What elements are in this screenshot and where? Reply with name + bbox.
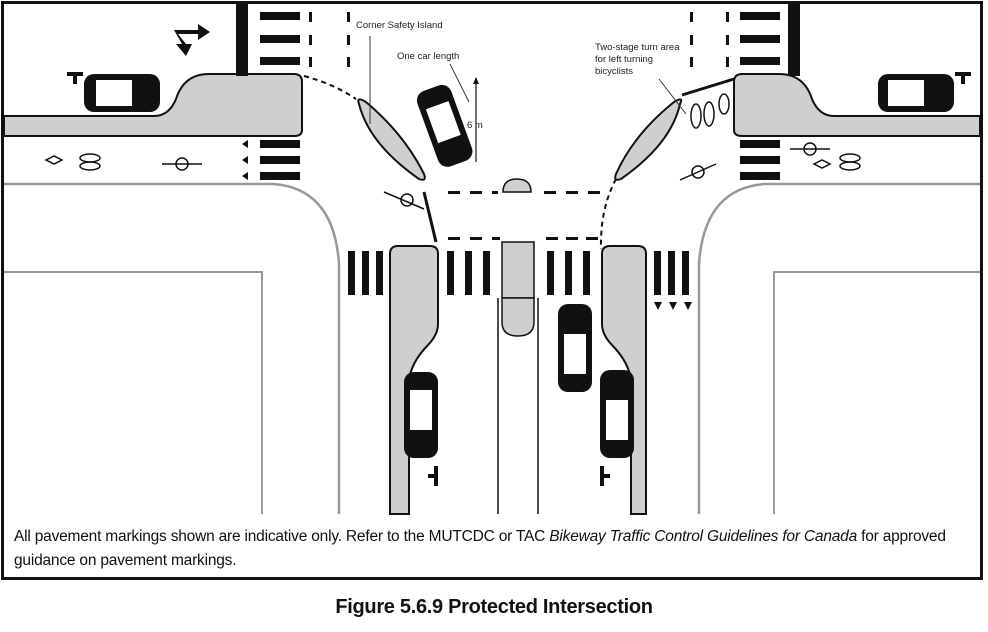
stop-bar-left: [236, 4, 248, 76]
corner-safety-island-left: [357, 98, 426, 181]
bike-diamond-left: [44, 153, 202, 171]
intersection-dashes: [448, 191, 600, 240]
crosswalk-bottom: [348, 251, 692, 310]
center-median: [501, 297, 535, 337]
car-bottom-right: [600, 370, 634, 458]
figure-caption: Figure 5.6.9 Protected Intersection: [335, 596, 653, 618]
stop-bar-right: [788, 4, 800, 76]
center-median-top: [501, 241, 535, 299]
crosswalk-right-side: [740, 140, 780, 180]
stop-sign-bottom-left: [428, 466, 438, 486]
crosswalk-top-right: [690, 12, 780, 67]
turn-arrow-icon: [174, 24, 210, 56]
bottom-island-right: [601, 245, 647, 515]
right-road-island: [733, 73, 980, 137]
label-corner-safety-island: Corner Safety Island: [356, 20, 443, 31]
car-turning: [416, 84, 473, 167]
figure-note: All pavement markings shown are indicati…: [14, 525, 984, 573]
label-distance: 6 m: [467, 120, 483, 131]
bike-stop-line: [422, 191, 438, 243]
sidewalk-right: [773, 271, 980, 514]
intersection-diagram: Corner Safety Island One car length 6 m …: [4, 4, 980, 515]
label-car-length: One car length: [397, 51, 459, 62]
bike-diamond-right: [383, 93, 861, 210]
sidewalk-left: [4, 271, 263, 514]
crosswalk-left-side: [242, 140, 300, 180]
t-sign-left: [67, 72, 83, 84]
curb-right: [697, 182, 980, 514]
two-stage-line: [681, 77, 735, 97]
car-bottom-mid: [558, 304, 592, 392]
crosswalk-top-left: [260, 12, 350, 67]
label-two-stage-2: for left turning: [595, 54, 653, 65]
car-bottom-left: [404, 372, 438, 458]
car-left-top: [84, 74, 160, 112]
note-text: All pavement markings shown are indicati…: [14, 528, 550, 545]
stop-sign-bottom-right: [600, 466, 610, 486]
note-reference-title: Bikeway Traffic Control Guidelines for C…: [549, 528, 858, 545]
note-text-end: for approved guidance on pavement markin…: [14, 528, 946, 569]
bottom-island-left: [389, 245, 439, 515]
median-nose: [502, 178, 532, 193]
left-road-island: [4, 73, 303, 137]
curb-left: [4, 182, 341, 514]
car-right-top: [878, 74, 954, 112]
t-sign-right: [955, 72, 971, 84]
figure-frame: Corner Safety Island One car length 6 m …: [1, 1, 983, 580]
label-two-stage-3: bicyclists: [595, 66, 633, 77]
label-two-stage-1: Two-stage turn area: [595, 42, 680, 53]
corner-safety-island-right: [614, 98, 683, 181]
